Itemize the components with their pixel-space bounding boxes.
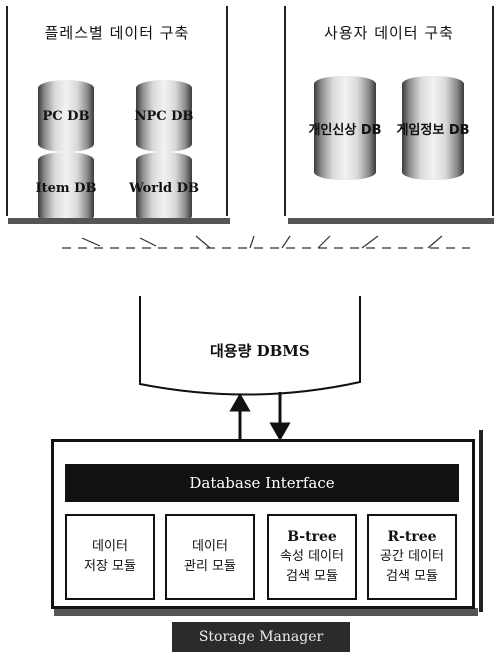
pc-db-label: PC DB [42, 108, 90, 124]
module-line: 데이터 [92, 539, 128, 554]
dbms-label: 대용량 DBMS [210, 342, 310, 360]
personal-info-db-cylinder: 개인신상 DB [308, 76, 382, 180]
game-info-db-label: 게임정보 DB [396, 122, 470, 138]
database-interface-bar: Database Interface [65, 464, 459, 502]
npc-db-label: NPC DB [134, 108, 194, 124]
item-db-cylinder: Item DB [36, 152, 96, 224]
module-line: 검색 모듈 [286, 569, 338, 584]
module-line: 공간 데이터 [380, 549, 444, 564]
module-line: 데이터 [192, 539, 228, 554]
data-storage-module: 데이터 저장 모듈 [65, 514, 155, 600]
item-db-label: Item DB [35, 180, 97, 196]
storage-manager-bar: Storage Manager [172, 622, 350, 652]
class-data-panel-title: 플레스별 데이터 구축 [44, 24, 190, 42]
user-data-panel-title: 사용자 데이터 구축 [324, 24, 454, 42]
btree-attribute-search-module: B-tree 속성 데이터 검색 모듈 [267, 514, 357, 600]
storage-system-box: Database Interface 데이터 저장 모듈 데이터 관리 모듈 B… [51, 439, 475, 609]
world-db-label: World DB [129, 180, 199, 196]
module-line: R-tree [387, 529, 437, 545]
module-line: 저장 모듈 [84, 559, 136, 574]
module-line: 검색 모듈 [386, 569, 438, 584]
personal-info-db-label: 개인신상 DB [308, 122, 382, 138]
pc-db-cylinder: PC DB [38, 80, 94, 152]
user-data-panel-shadow [288, 218, 494, 224]
module-line: 속성 데이터 [280, 549, 344, 564]
module-line: 관리 모듈 [184, 559, 236, 574]
class-data-panel-shadow [8, 218, 230, 224]
module-line: B-tree [287, 529, 337, 545]
world-db-cylinder: World DB [129, 152, 199, 224]
rtree-spatial-search-module: R-tree 공간 데이터 검색 모듈 [367, 514, 457, 600]
data-management-module: 데이터 관리 모듈 [165, 514, 255, 600]
npc-db-cylinder: NPC DB [135, 80, 193, 152]
game-info-db-cylinder: 게임정보 DB [396, 76, 470, 180]
user-data-panel: 사용자 데이터 구축 개인신상 DB 게임정보 DB [284, 6, 494, 216]
dbms-cylinder [139, 296, 361, 396]
class-data-panel: 플레스별 데이터 구축 PC DB NPC DB Item DB World D… [6, 6, 228, 224]
